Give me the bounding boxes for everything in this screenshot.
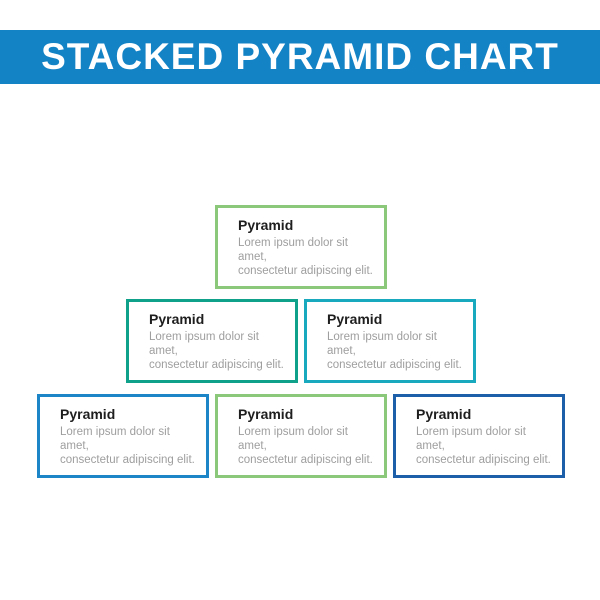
box-title: Pyramid bbox=[238, 216, 294, 233]
box-title: Pyramid bbox=[60, 405, 116, 422]
box-title: Pyramid bbox=[149, 310, 205, 327]
box-title: Pyramid bbox=[416, 405, 472, 422]
box-body-line: consectetur adipiscing elit. bbox=[327, 358, 462, 371]
pyramid-box-top: Pyramid Lorem ipsum dolor sit amet, cons… bbox=[215, 205, 387, 289]
box-body-line: Lorem ipsum dolor sit amet, bbox=[416, 425, 526, 452]
pyramid-box-bottom-left: Pyramid Lorem ipsum dolor sit amet, cons… bbox=[37, 394, 209, 478]
pyramid-box-bottom-middle: Pyramid Lorem ipsum dolor sit amet, cons… bbox=[215, 394, 387, 478]
box-title: Pyramid bbox=[327, 310, 383, 327]
box-body: Lorem ipsum dolor sit amet, consectetur … bbox=[327, 330, 467, 372]
box-body-line: Lorem ipsum dolor sit amet, bbox=[327, 330, 437, 357]
box-body: Lorem ipsum dolor sit amet, consectetur … bbox=[416, 425, 556, 467]
box-body: Lorem ipsum dolor sit amet, consectetur … bbox=[238, 236, 378, 278]
box-body-line: Lorem ipsum dolor sit amet, bbox=[149, 330, 259, 357]
box-body-line: consectetur adipiscing elit. bbox=[149, 358, 284, 371]
title-banner: STACKED PYRAMID CHART bbox=[0, 30, 600, 84]
box-title: Pyramid bbox=[238, 405, 294, 422]
pyramid-box-middle-left: Pyramid Lorem ipsum dolor sit amet, cons… bbox=[126, 299, 298, 383]
box-body-line: consectetur adipiscing elit. bbox=[60, 453, 195, 466]
box-body: Lorem ipsum dolor sit amet, consectetur … bbox=[238, 425, 378, 467]
pyramid-box-bottom-right: Pyramid Lorem ipsum dolor sit amet, cons… bbox=[393, 394, 565, 478]
box-body-line: Lorem ipsum dolor sit amet, bbox=[60, 425, 170, 452]
box-body: Lorem ipsum dolor sit amet, consectetur … bbox=[60, 425, 200, 467]
box-body-line: Lorem ipsum dolor sit amet, bbox=[238, 236, 348, 263]
box-body-line: consectetur adipiscing elit. bbox=[238, 453, 373, 466]
page-title: STACKED PYRAMID CHART bbox=[41, 36, 559, 77]
box-body-line: consectetur adipiscing elit. bbox=[416, 453, 551, 466]
box-body-line: consectetur adipiscing elit. bbox=[238, 264, 373, 277]
box-body-line: Lorem ipsum dolor sit amet, bbox=[238, 425, 348, 452]
pyramid-box-middle-right: Pyramid Lorem ipsum dolor sit amet, cons… bbox=[304, 299, 476, 383]
box-body: Lorem ipsum dolor sit amet, consectetur … bbox=[149, 330, 289, 372]
